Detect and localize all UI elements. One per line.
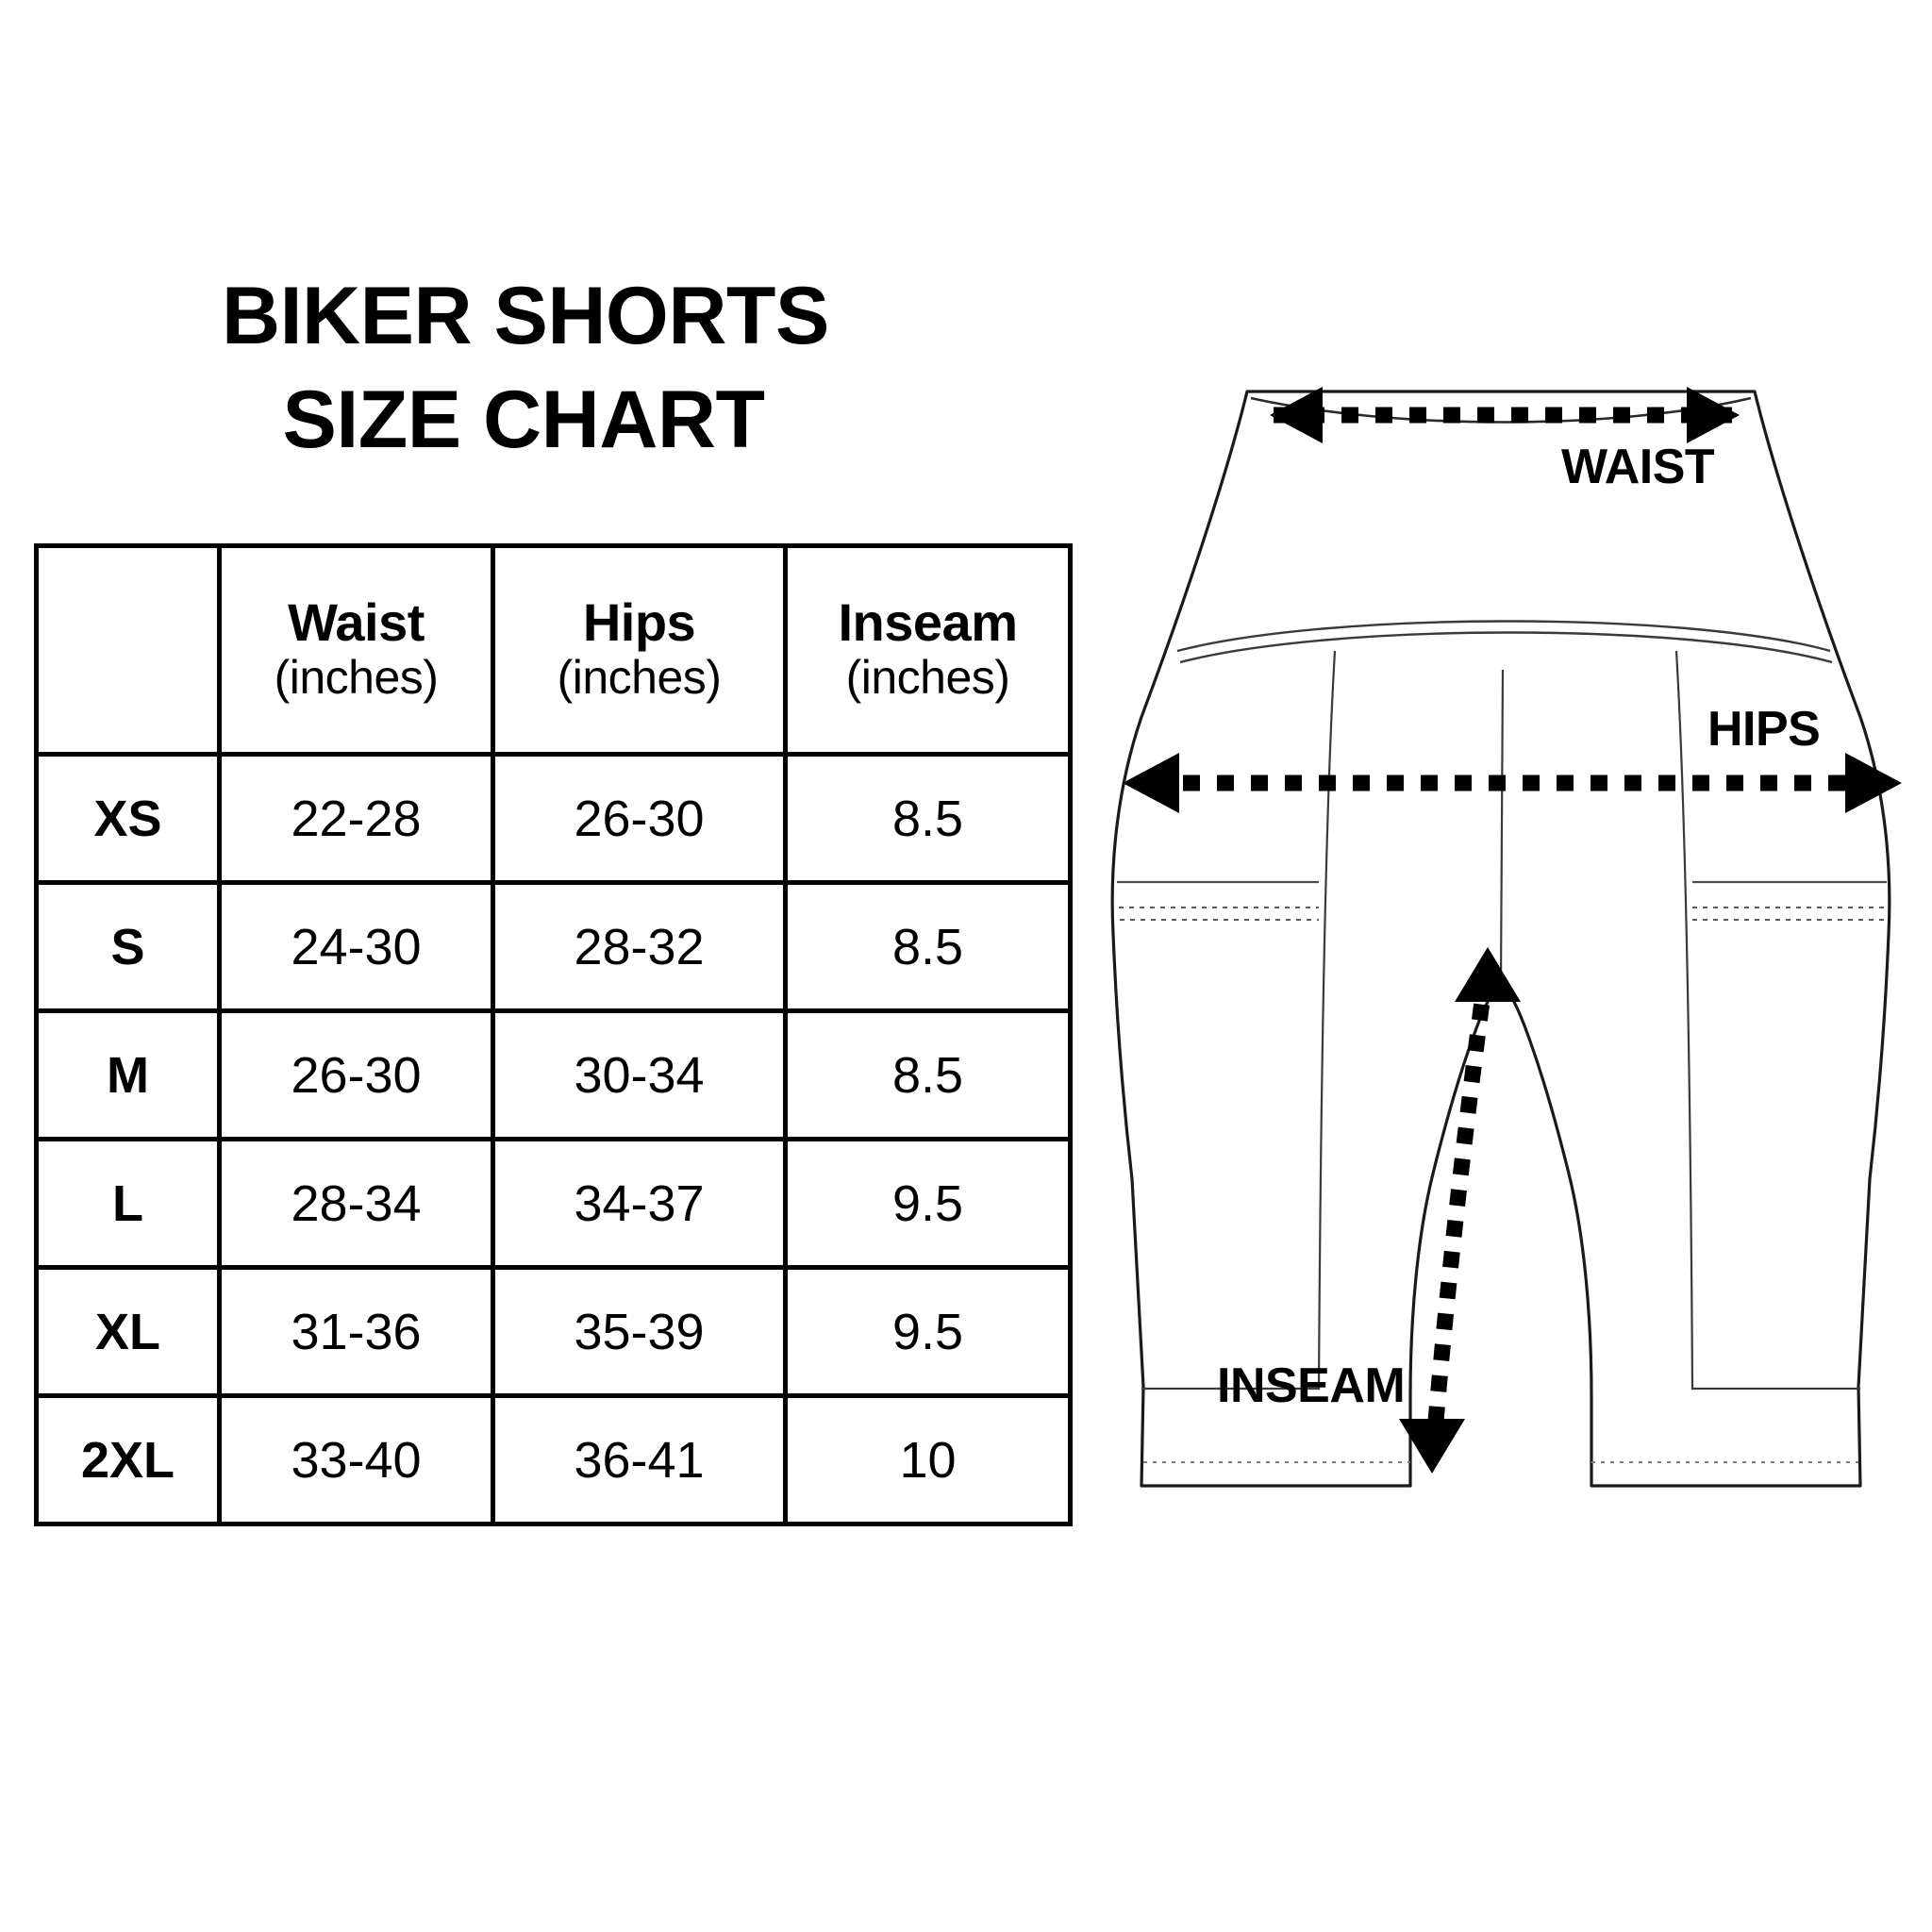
table-body: XS 22-28 26-30 8.5 S 24-30 28-32 8.5 M 2… — [34, 752, 1073, 1526]
row-inseam-value: 8.5 — [783, 1008, 1073, 1141]
row-waist-value: 28-34 — [217, 1137, 495, 1270]
waistband-top-line — [1250, 396, 1752, 424]
column-header-inseam-label: Inseam — [838, 591, 1019, 652]
table-row: XS 22-28 26-30 8.5 — [34, 752, 1073, 885]
hips-measure-arrow-icon — [1123, 753, 1902, 813]
size-chart-table: Waist (inches) Hips (inches) Inseam (inc… — [34, 543, 1073, 1526]
row-hips-value: 36-41 — [491, 1393, 788, 1526]
table-row: M 26-30 30-34 8.5 — [34, 1008, 1073, 1141]
column-header-inseam: Inseam (inches) — [783, 543, 1073, 757]
center-front-seam — [1499, 669, 1505, 982]
table-header-row: Waist (inches) Hips (inches) Inseam (inc… — [34, 543, 1073, 757]
row-inseam-value: 10 — [783, 1393, 1073, 1526]
row-inseam-value: 9.5 — [783, 1137, 1073, 1270]
table-row: L 28-34 34-37 9.5 — [34, 1137, 1073, 1270]
row-waist-value: 24-30 — [217, 880, 495, 1013]
column-header-waist-label: Waist — [288, 591, 425, 652]
row-hips-value: 28-32 — [491, 880, 788, 1013]
row-size-label: S — [34, 880, 222, 1013]
row-inseam-value: 8.5 — [783, 880, 1073, 1013]
row-inseam-value: 8.5 — [783, 752, 1073, 885]
row-size-label: M — [34, 1008, 222, 1141]
row-hips-value: 30-34 — [491, 1008, 788, 1141]
left-panel-seam — [1141, 650, 1337, 1391]
row-waist-value: 31-36 — [217, 1265, 495, 1398]
row-size-label: XS — [34, 752, 222, 885]
hips-label: HIPS — [1707, 702, 1820, 757]
column-header-hips-label: Hips — [582, 591, 696, 652]
table-header: Waist (inches) Hips (inches) Inseam (inc… — [34, 543, 1073, 757]
row-waist-value: 26-30 — [217, 1008, 495, 1141]
row-size-label: 2XL — [34, 1393, 222, 1526]
row-hips-value: 26-30 — [491, 752, 788, 885]
title-line-2: SIZE CHART — [282, 375, 766, 466]
row-hips-value: 34-37 — [491, 1137, 788, 1270]
inseam-label: INSEAM — [1217, 1358, 1405, 1413]
column-header-inseam-units: (inches) — [845, 651, 1010, 705]
row-size-label: XL — [34, 1265, 222, 1398]
title-line-1: BIKER SHORTS — [222, 271, 829, 361]
table-row: S 24-30 28-32 8.5 — [34, 880, 1073, 1013]
right-panel-seam — [1674, 650, 1860, 1391]
column-header-waist-units: (inches) — [274, 651, 439, 705]
row-waist-value: 33-40 — [217, 1393, 495, 1526]
column-header-waist: Waist (inches) — [217, 543, 495, 757]
row-size-label: L — [34, 1137, 222, 1270]
row-waist-value: 22-28 — [217, 752, 495, 885]
biker-shorts-diagram: WAIST HIPS INSEAM — [1085, 368, 1932, 1557]
inseam-measure-arrow-icon — [1399, 947, 1521, 1474]
column-header-size — [34, 543, 222, 757]
column-header-hips: Hips (inches) — [491, 543, 788, 757]
row-inseam-value: 9.5 — [783, 1265, 1073, 1398]
waistband-seam-line — [1176, 620, 1833, 664]
row-hips-value: 35-39 — [491, 1265, 788, 1398]
table-row: XL 31-36 35-39 9.5 — [34, 1265, 1073, 1398]
column-header-hips-units: (inches) — [557, 651, 722, 705]
table-row: 2XL 33-40 36-41 10 — [34, 1393, 1073, 1526]
waist-label: WAIST — [1561, 440, 1715, 494]
right-pocket-stitching — [1692, 907, 1887, 921]
left-pocket-stitching — [1119, 907, 1319, 921]
page-title: BIKER SHORTS SIZE CHART — [222, 264, 1071, 472]
waist-measure-arrow-icon — [1270, 387, 1740, 443]
